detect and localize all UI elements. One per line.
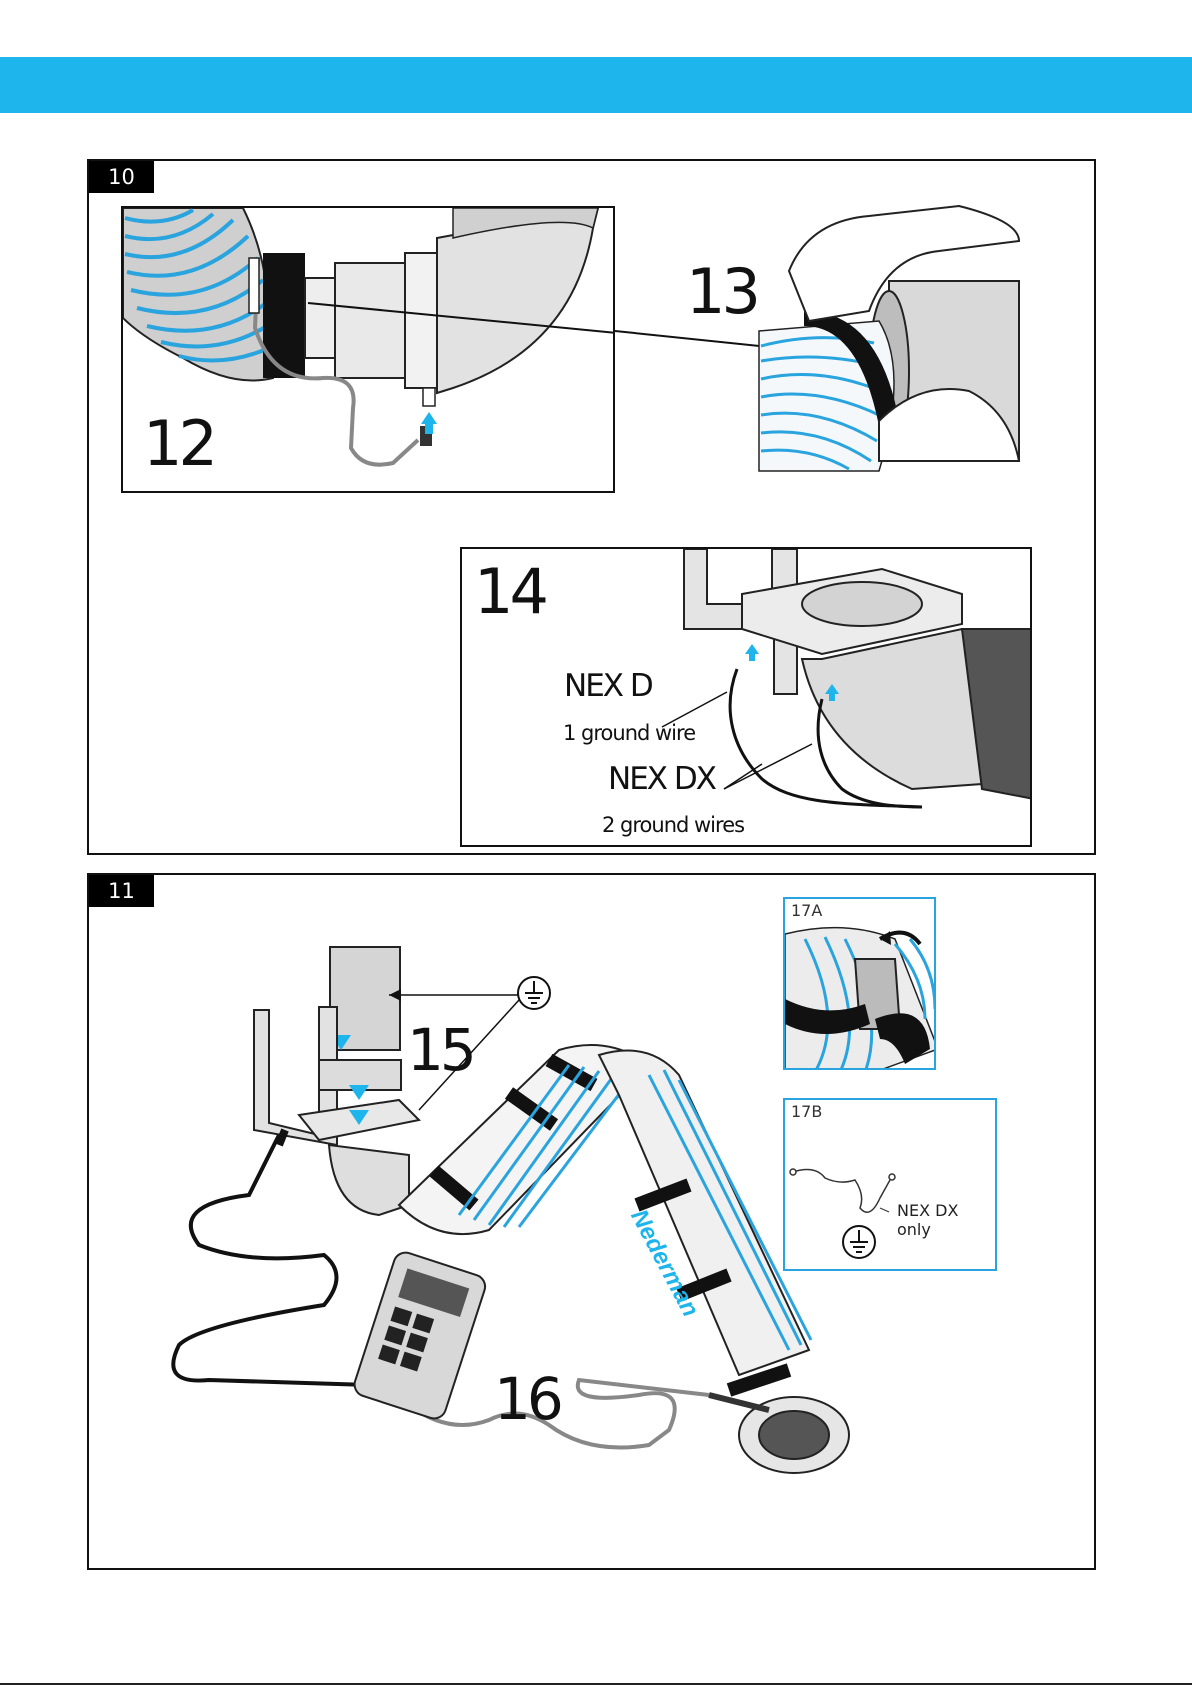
hose-clamp-detail-illustration	[785, 899, 936, 1070]
figure-17b-box: 17B NEX DX only	[783, 1098, 997, 1271]
nex-dx-label: NEX DX	[608, 764, 715, 795]
step-11-panel: 11	[87, 873, 1096, 1570]
nex-d-label: NEX D	[564, 671, 652, 702]
ground-wire-detail-illustration	[785, 1100, 999, 1273]
figure-number-16: 16	[494, 1370, 560, 1428]
nex-dx-description: 2 ground wires	[602, 815, 744, 836]
figure-number-15: 15	[407, 1021, 473, 1079]
figure-14-box: 14 NEX D 1 ground wire NEX DX 2 ground w…	[460, 547, 1032, 847]
ground-wire-illustration	[462, 549, 1032, 847]
figure-number-14: 14	[474, 561, 545, 623]
step-10-panel: 10 12	[87, 159, 1096, 855]
nex-dx-only-label: NEX DX only	[897, 1201, 995, 1239]
nex-d-description: 1 ground wire	[563, 723, 695, 744]
figure-17a-box: 17A	[783, 897, 936, 1070]
header-bar	[0, 57, 1192, 113]
